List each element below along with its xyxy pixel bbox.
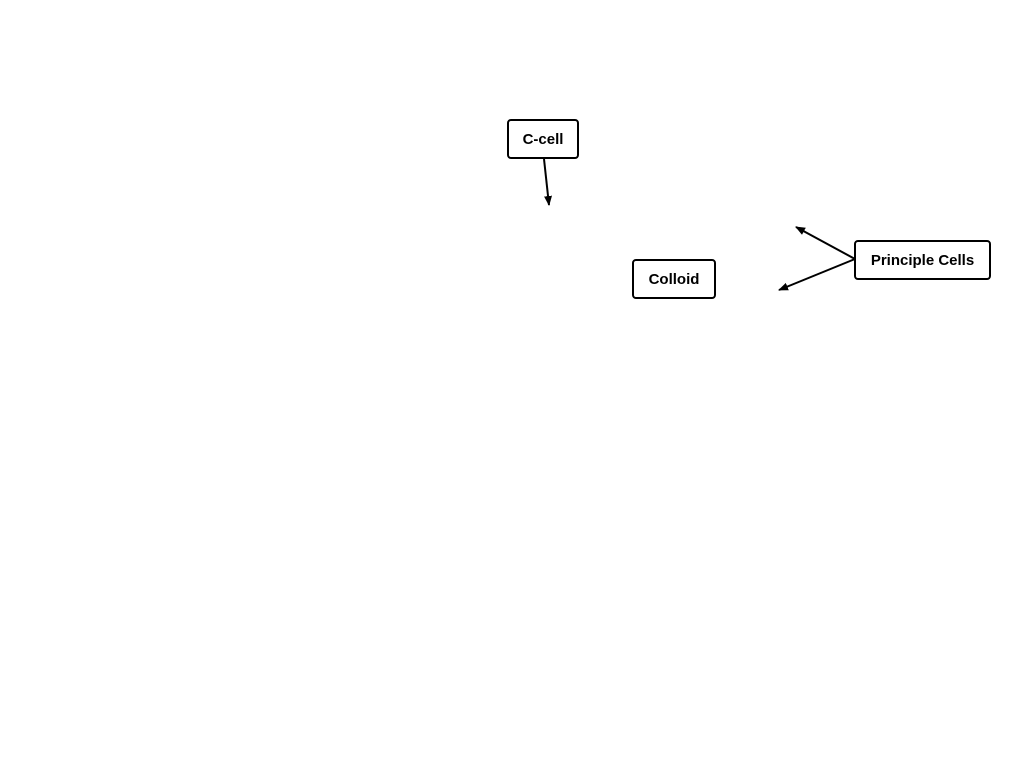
c-cell-label: C-cell — [507, 119, 579, 159]
principle-cells-arrow-lower — [778, 258, 856, 291]
colloid-label: Colloid — [632, 259, 716, 299]
principle-cells-label: Principle Cells — [854, 240, 991, 280]
principle-cells-arrow-upper — [795, 226, 856, 260]
c-cell-arrow — [543, 158, 553, 206]
